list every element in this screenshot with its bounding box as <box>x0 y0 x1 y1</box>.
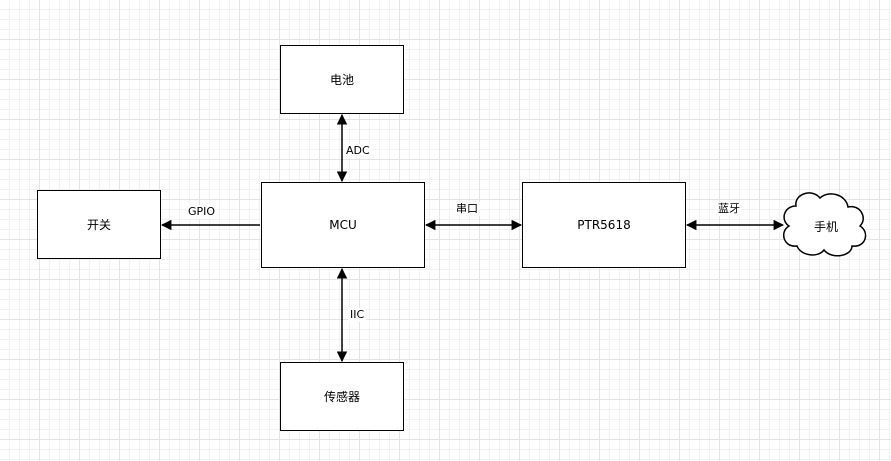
node-battery-label: 电池 <box>329 73 354 87</box>
cloud-shape <box>782 192 867 257</box>
node-battery[interactable]: 电池 <box>280 45 404 114</box>
edge-label-gpio: GPIO <box>186 205 218 219</box>
node-switch[interactable]: 开关 <box>37 190 161 259</box>
node-mcu[interactable]: MCU <box>261 182 425 268</box>
edge-label-uart: 串口 <box>454 202 480 216</box>
node-sensor-label: 传感器 <box>323 390 360 404</box>
edge-label-adc: ADC <box>344 144 372 158</box>
node-sensor[interactable]: 传感器 <box>280 362 404 431</box>
node-ptr5618[interactable]: PTR5618 <box>522 182 686 268</box>
node-phone[interactable]: 手机 <box>786 210 866 242</box>
node-phone-label: 手机 <box>813 219 838 234</box>
edge-label-iic: IIC <box>348 308 367 322</box>
node-switch-label: 开关 <box>86 218 111 232</box>
edge-label-bluetooth: 蓝牙 <box>716 202 742 216</box>
node-mcu-label: MCU <box>329 218 357 232</box>
node-ptr5618-label: PTR5618 <box>577 218 631 232</box>
